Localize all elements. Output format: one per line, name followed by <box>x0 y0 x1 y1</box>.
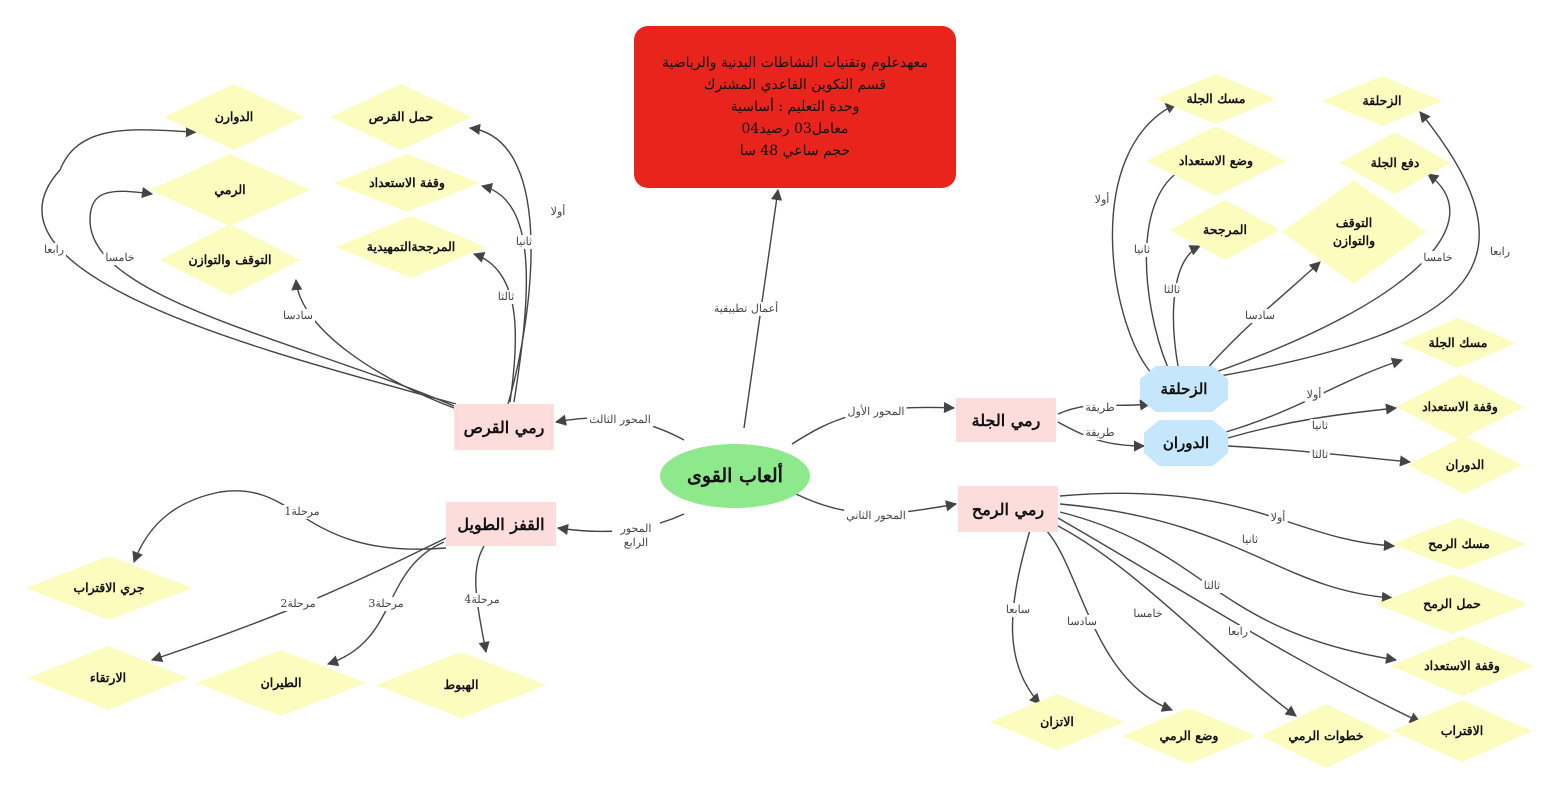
edge-label-discus-first: أولا <box>548 205 568 219</box>
edge-label-rotation-first: أولا <box>1304 388 1324 402</box>
edge-label-glide-fourth: رابعا <box>1487 245 1513 259</box>
edge-lj-s4 <box>475 545 490 654</box>
edge-label-glide-first: أولا <box>1092 193 1112 207</box>
title-line-5: حجم ساعي 48 سا <box>739 143 851 159</box>
edge-label-javelin-fourth: رابعا <box>1225 625 1251 639</box>
edge-shot-rotation <box>1057 421 1146 452</box>
edge-lj-s2 <box>150 537 447 663</box>
edge-jav-s1 <box>1059 492 1396 552</box>
edge-label-javelin-second: ثانيا <box>1239 533 1261 547</box>
title-line-2: قسم التكوين القاعدي المشترك <box>703 77 887 93</box>
title-line-4: معامل03 رصيد04 <box>741 121 849 137</box>
edge-label-glide-fifth: خامسا <box>1421 251 1455 265</box>
edge-label-discus-third: ثالثا <box>495 290 517 304</box>
center-node: ألعاب القوى <box>660 444 810 508</box>
edge-glide-s4 <box>1219 111 1480 377</box>
branch-discus: رمي القرص <box>454 404 554 450</box>
edge-label-long-jump-stage1: مرحلة1 <box>282 505 322 519</box>
course-title-box: معهدعلوم وتقنيات النشاطات البدنية والريا… <box>634 26 956 188</box>
method-rotation: الدوران <box>1144 420 1228 466</box>
edge-label-rotation-third: ثالثا <box>1309 448 1331 462</box>
edge-label-long-jump-stage2: مرحلة2 <box>278 597 318 611</box>
edge-label-javelin-sixth: سادسا <box>1064 615 1100 629</box>
edge-label-javelin-first: أولا <box>1268 511 1288 525</box>
edge-label-javelin-seventh: سابعا <box>1003 603 1033 617</box>
edge-label-axis1: المحور الأول <box>845 405 907 419</box>
edge-label-glide-sixth: سادسا <box>1242 309 1278 323</box>
edge-label-discus-fourth: رابعا <box>41 243 67 257</box>
edge-jav-s2 <box>1059 503 1394 603</box>
edge-label-long-jump-stage3: مرحلة3 <box>366 597 406 611</box>
method-glide: الزحلقة <box>1140 366 1228 412</box>
edge-label-glide-second: ثانيا <box>1131 243 1153 257</box>
branch-shot-put: رمي الجلة <box>956 398 1056 442</box>
edge-jav-s7 <box>1011 529 1041 705</box>
edge-label-long-jump-stage4: مرحلة4 <box>462 593 502 607</box>
edge-label-method-glide: طريقة <box>1083 401 1117 415</box>
edge-label-practical: أعمال تطبيقية <box>711 302 781 316</box>
title-line-3: وحدة التعليم : أساسية <box>730 99 860 115</box>
edge-label-javelin-third: ثالثا <box>1201 579 1223 593</box>
branch-javelin: رمي الرمح <box>958 486 1058 532</box>
edge-rot-s2 <box>1227 403 1398 439</box>
edge-label-axis4: المحور الرابع <box>612 522 660 550</box>
title-line-1: معهدعلوم وتقنيات النشاطات البدنية والريا… <box>662 55 928 71</box>
edge-label-discus-sixth: سادسا <box>280 309 316 323</box>
edge-glide-s2 <box>1145 160 1198 369</box>
edge-label-axis2: المحور الثاني <box>844 509 908 523</box>
edge-discus-s5 <box>89 187 455 407</box>
edge-label-discus-second: ثانيا <box>513 235 535 249</box>
edge-label-rotation-second: ثانيا <box>1309 419 1331 433</box>
edge-discus-s2 <box>480 182 528 403</box>
edge-discus-s1 <box>468 123 532 405</box>
edge-label-glide-third: ثالثا <box>1161 283 1183 297</box>
edge-glide-s1 <box>1111 103 1178 377</box>
edge-discus-s3 <box>472 252 516 403</box>
edge-jav-s5 <box>1049 521 1297 717</box>
edge-lj-s1 <box>132 490 447 564</box>
edge-discus-s4 <box>41 126 457 405</box>
edge-label-javelin-fifth: خامسا <box>1131 607 1165 621</box>
edge-label-method-rotation: طريقة <box>1083 426 1117 440</box>
edge-label-axis3: المحور الثالث <box>587 413 653 427</box>
branch-long-jump: القفز الطويل <box>446 502 556 546</box>
edge-label-discus-fifth: خامسا <box>103 251 137 265</box>
edge-discus-s6 <box>291 278 455 409</box>
edge-glide-s3 <box>1172 245 1202 367</box>
